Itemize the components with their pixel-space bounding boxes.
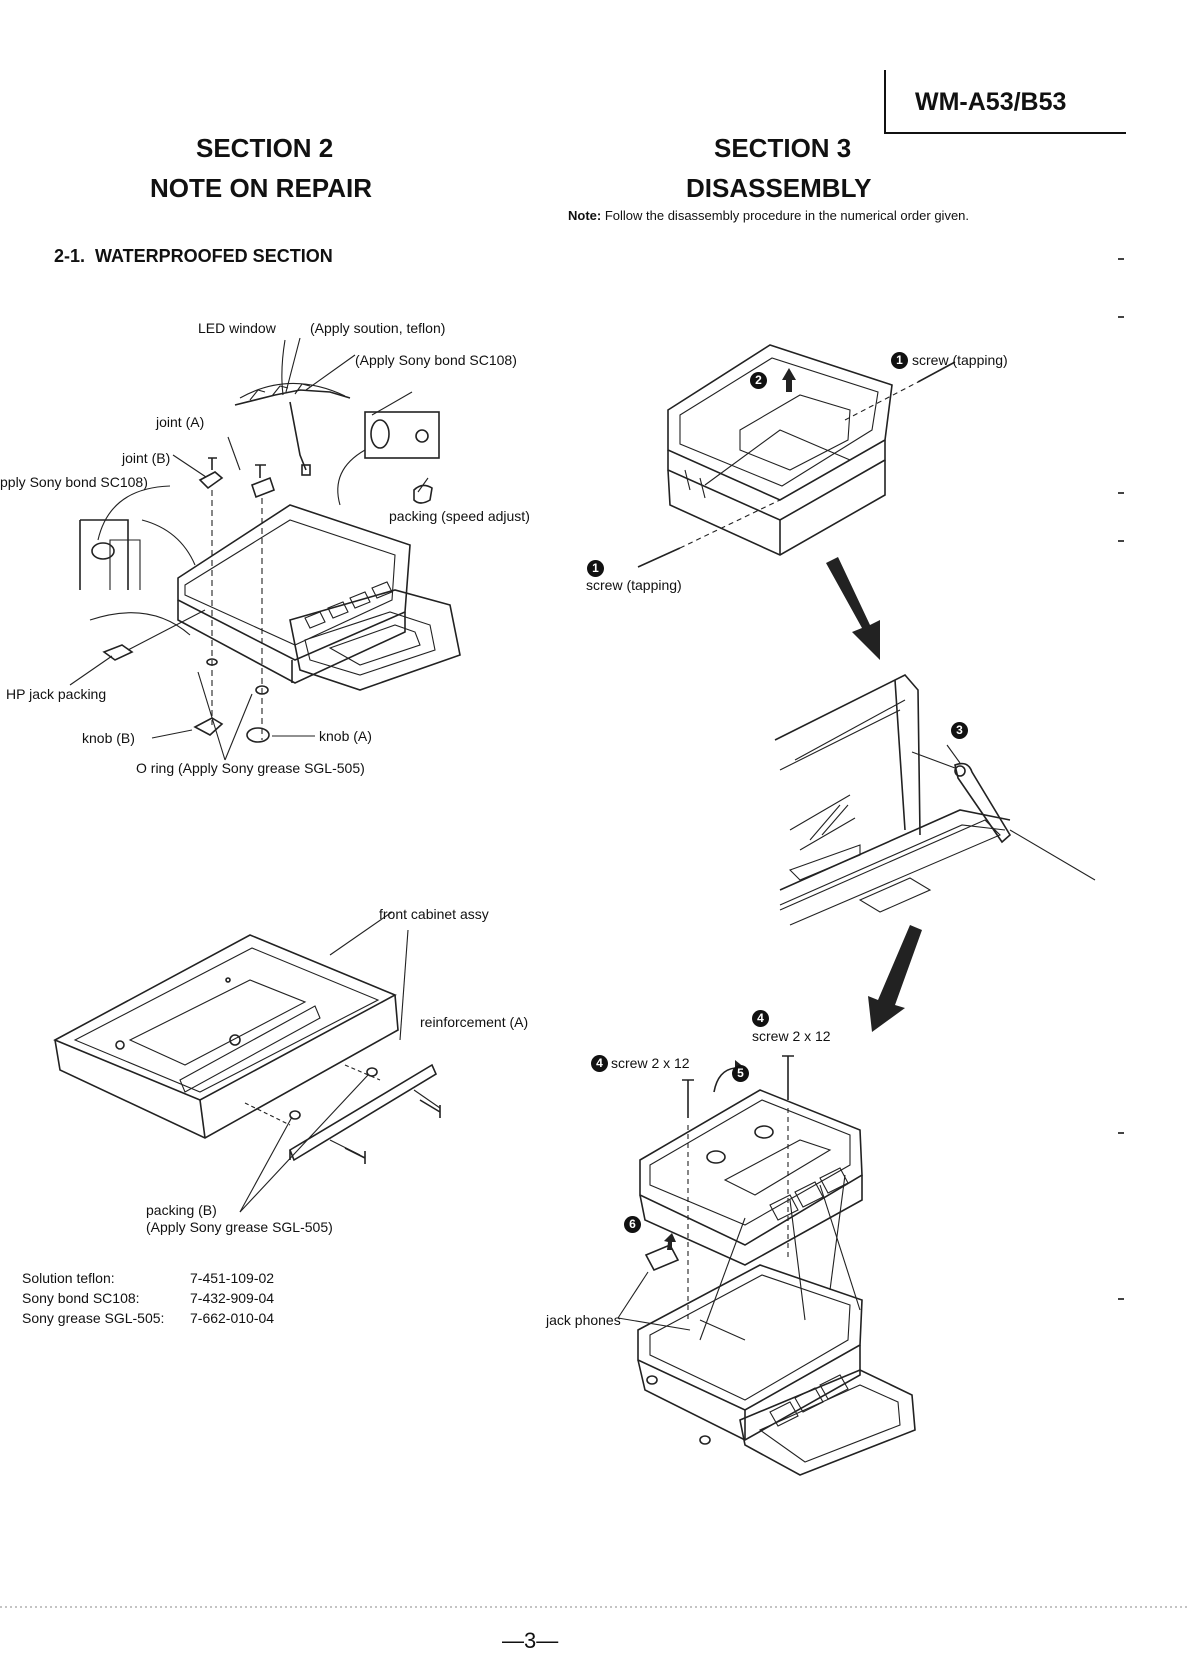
- label-apply-bond-top: (Apply Sony bond SC108): [355, 352, 517, 368]
- margin-mark: [1118, 258, 1124, 260]
- margin-mark: [1118, 1132, 1124, 1134]
- section2-title: SECTION 2: [196, 133, 334, 163]
- label-screw-2x12-left: screw 2 x 12: [611, 1055, 690, 1071]
- part-number: 7-432-909-04: [190, 1290, 275, 1306]
- label-jack-phones: jack phones: [546, 1312, 621, 1328]
- part-name: Sony grease SGL-505:: [22, 1310, 165, 1326]
- label-joint-b: joint (B): [122, 450, 171, 466]
- label-front-cabinet: front cabinet assy: [379, 906, 489, 922]
- model-number: WM-A53/B53: [915, 88, 1067, 116]
- disassembly-note: Note: Follow the disassembly procedure i…: [568, 208, 969, 223]
- section3-title: SECTION 3: [714, 133, 852, 163]
- label-knob-a: knob (A): [319, 728, 372, 744]
- step-5-badge: 5: [732, 1065, 749, 1082]
- label-hp-jack: HP jack packing: [6, 686, 107, 702]
- margin-mark: [1118, 1298, 1124, 1300]
- step-3-badge: 3: [951, 722, 968, 739]
- step-2-badge: 2: [750, 372, 767, 389]
- note-text: Follow the disassembly procedure in the …: [604, 208, 970, 223]
- label-knob-b: knob (B): [82, 730, 135, 746]
- section3-subtitle: DISASSEMBLY: [686, 173, 872, 203]
- part-number: 7-451-109-02: [190, 1270, 275, 1286]
- label-reinforcement: reinforcement (A): [420, 1014, 529, 1030]
- parts-row: Sony bond SC108: 7-432-909-04: [22, 1288, 274, 1308]
- section2-subtitle: NOTE ON REPAIR: [150, 173, 372, 203]
- label-apply-grease: (Apply Sony grease SGL-505): [146, 1219, 333, 1235]
- parts-row: Solution teflon: 7-451-109-02: [22, 1268, 274, 1288]
- part-name: Sony bond SC108:: [22, 1290, 140, 1306]
- note-label: Note:: [568, 208, 602, 223]
- label-packing-b: packing (B): [146, 1202, 217, 1218]
- label-screw-tapping-top: screw (tapping): [912, 352, 1008, 368]
- part-name: Solution teflon:: [22, 1270, 115, 1286]
- label-led-window: LED window: [198, 320, 276, 336]
- model-box: [884, 70, 1126, 134]
- part-number: 7-662-010-04: [190, 1310, 275, 1326]
- step-1-badge-bottom: 1: [587, 560, 604, 577]
- label-screw-2x12-right: screw 2 x 12: [752, 1028, 831, 1044]
- step-4-badge-right: 4: [752, 1010, 769, 1027]
- page-number: —3—: [502, 1628, 559, 1653]
- subsection-title: 2-1. WATERPROOFED SECTION: [54, 246, 333, 266]
- step-6-badge: 6: [624, 1216, 641, 1233]
- label-apply-solution: (Apply soution, teflon): [310, 320, 446, 336]
- label-screw-tapping-bottom: screw (tapping): [586, 577, 682, 593]
- margin-mark: [1118, 540, 1124, 542]
- label-apply-bond-left: pply Sony bond SC108): [0, 474, 148, 490]
- step-1-badge: 1: [891, 352, 908, 369]
- label-o-ring: O ring (Apply Sony grease SGL-505): [136, 760, 365, 776]
- parts-row: Sony grease SGL-505: 7-662-010-04: [22, 1308, 274, 1328]
- step-4-badge-left: 4: [591, 1055, 608, 1072]
- margin-mark: [1118, 492, 1124, 494]
- margin-mark: [1118, 316, 1124, 318]
- label-packing-speed: packing (speed adjust): [389, 508, 530, 524]
- label-joint-a: joint (A): [156, 414, 205, 430]
- parts-list: Solution teflon: 7-451-109-02 Sony bond S…: [22, 1268, 274, 1328]
